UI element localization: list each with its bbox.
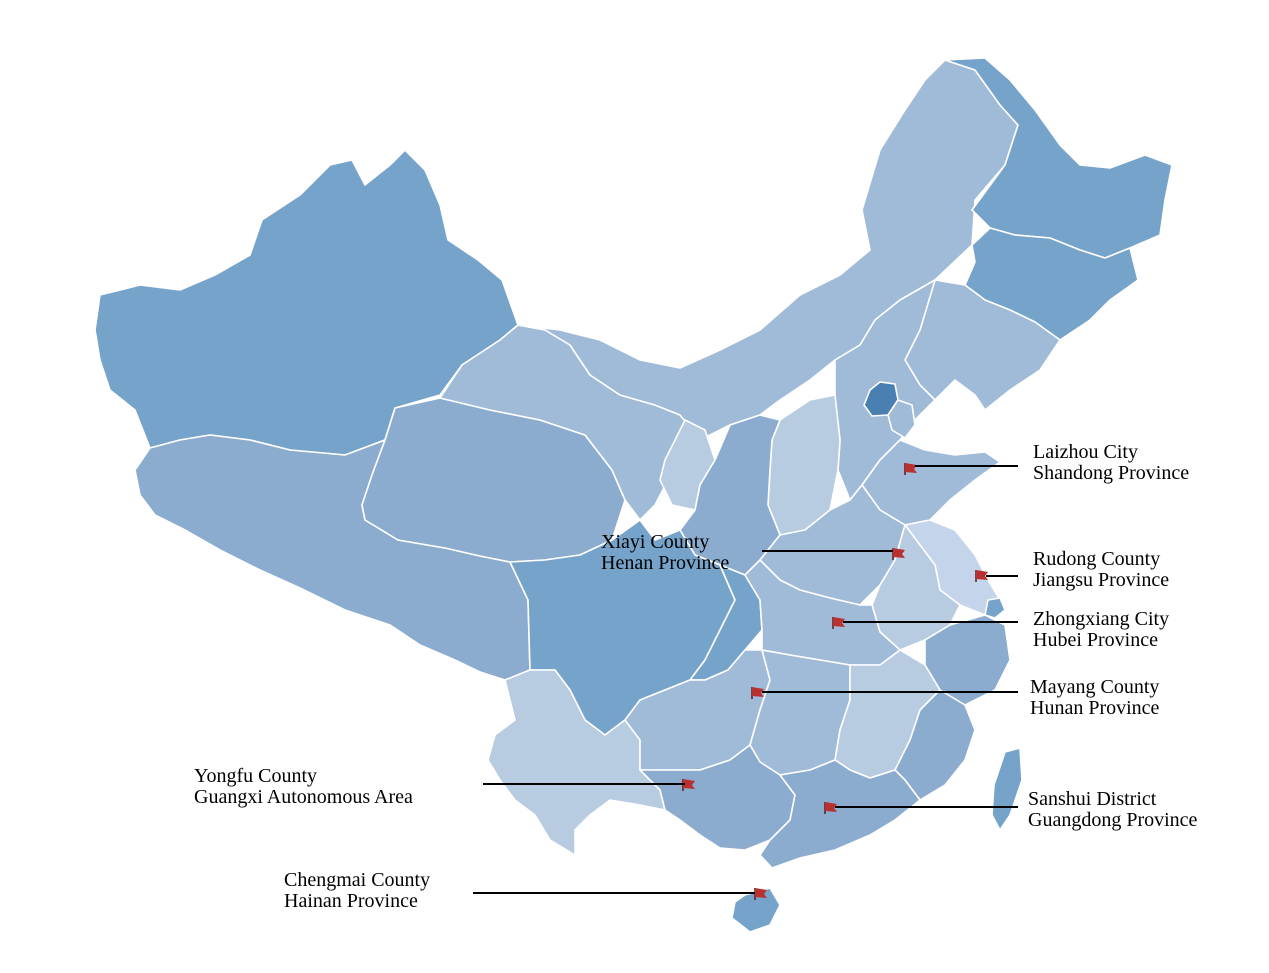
label-xiayi-province: Henan Province: [601, 552, 729, 574]
label-rudong-county: Rudong County: [1033, 548, 1160, 570]
region-yunnan: [487, 669, 666, 856]
flag-laizhou-icon: [904, 463, 917, 475]
label-mayang: Mayang County Hunan Province: [1030, 676, 1160, 719]
region-taiwan: [991, 747, 1023, 831]
label-yongfu: Yongfu County Guangxi Autonomous Area: [194, 765, 413, 808]
label-yongfu-county: Yongfu County: [194, 765, 317, 787]
location-labels: Laizhou City Shandong Province Xiayi Cou…: [194, 441, 1198, 912]
flag-rudong-icon: [975, 570, 988, 582]
region-tianjin: [887, 399, 916, 439]
region-beijing: [863, 381, 899, 417]
label-zhongxiang: Zhongxiang City Hubei Province: [1033, 608, 1169, 651]
label-zhongxiang-city: Zhongxiang City: [1033, 608, 1169, 630]
label-laizhou: Laizhou City Shandong Province: [1033, 441, 1189, 484]
label-laizhou-city: Laizhou City: [1033, 441, 1138, 463]
label-sanshui: Sanshui District Guangdong Province: [1028, 788, 1198, 831]
label-xiayi: Xiayi County Henan Province: [601, 531, 729, 574]
label-rudong: Rudong County Jiangsu Province: [1033, 548, 1169, 591]
region-shanghai: [984, 597, 1006, 619]
label-chengmai: Chengmai County Hainan Province: [284, 869, 430, 912]
label-rudong-province: Jiangsu Province: [1033, 569, 1169, 591]
label-sanshui-province: Guangdong Province: [1028, 809, 1198, 831]
leader-lines: [473, 465, 1018, 894]
region-inner-mongolia: [517, 59, 1019, 441]
region-hainan: [731, 887, 781, 933]
label-chengmai-province: Hainan Province: [284, 890, 418, 912]
flag-sanshui-icon: [824, 802, 837, 814]
label-laizhou-province: Shandong Province: [1033, 462, 1189, 484]
flag-zhongxiang-icon: [832, 617, 845, 629]
province-regions: [94, 57, 1173, 933]
label-mayang-province: Hunan Province: [1030, 697, 1160, 719]
label-sanshui-district: Sanshui District: [1028, 788, 1157, 810]
region-guangdong: [759, 759, 921, 869]
label-zhongxiang-province: Hubei Province: [1033, 629, 1158, 651]
label-yongfu-area: Guangxi Autonomous Area: [194, 786, 413, 808]
label-xiayi-county: Xiayi County: [601, 531, 709, 553]
label-chengmai-county: Chengmai County: [284, 869, 430, 891]
label-mayang-county: Mayang County: [1030, 676, 1159, 698]
flag-mayang-icon: [751, 687, 764, 699]
